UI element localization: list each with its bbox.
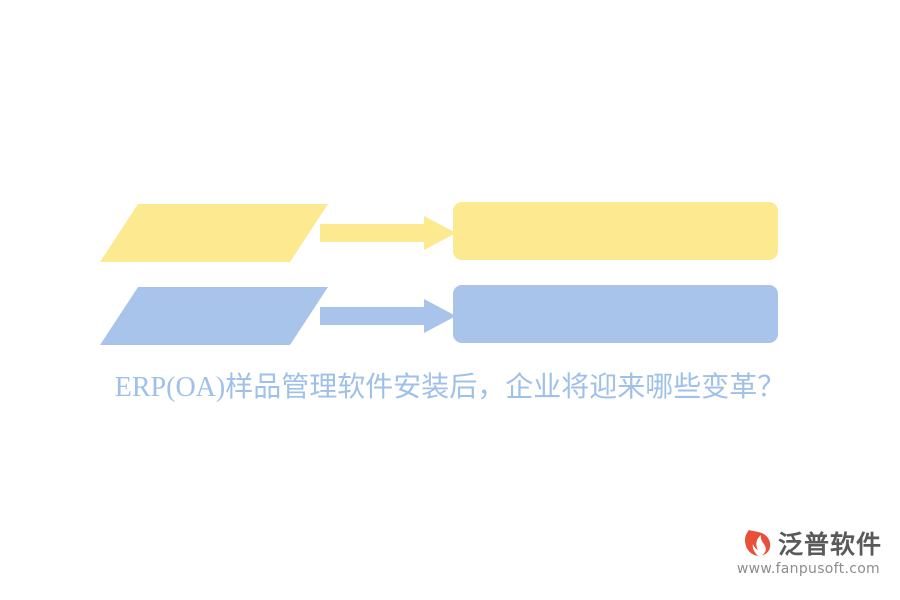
flow-row-blue (0, 281, 900, 351)
rounded-box-blue (453, 285, 778, 343)
flow-row-yellow (0, 198, 900, 268)
parallelogram-shape-yellow (100, 204, 328, 262)
diagram-caption: ERP(OA)样品管理软件安装后，企业将迎来哪些变革？ (114, 372, 786, 403)
parallelogram-shape-blue (100, 287, 328, 345)
watermark-brand: 泛普软件 (777, 530, 882, 559)
arrow-icon-yellow (320, 216, 456, 250)
rounded-box-yellow (453, 202, 778, 260)
arrow-icon-blue (320, 299, 456, 333)
flame-logo-icon (742, 528, 772, 558)
watermark-logo-top: 泛普软件 (682, 526, 882, 560)
watermark-url: www.fanpusoft.com (736, 561, 880, 577)
watermark-logo: 泛普软件 www.fanpusoft.com (682, 526, 882, 586)
